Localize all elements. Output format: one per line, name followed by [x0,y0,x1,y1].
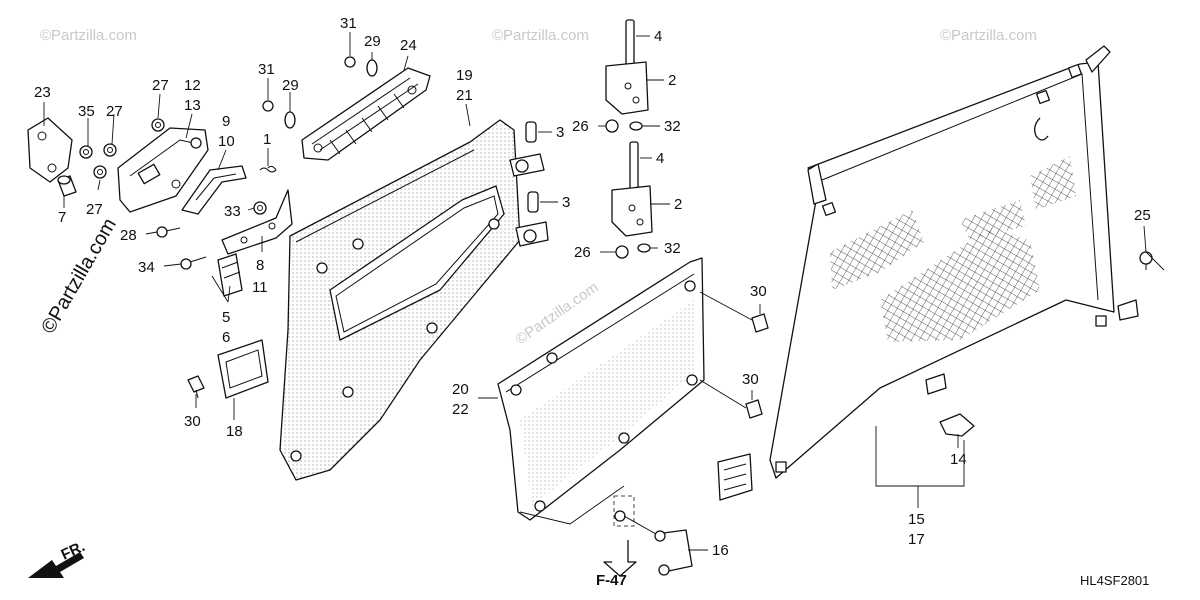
front-direction-marker: FR. [28,538,88,578]
pin-3-lower [527,191,539,213]
reference-label: F-47 [596,572,627,589]
bolt-34 [180,256,207,270]
bolt-27-top [151,118,165,132]
hinge-knuckle-upper [509,153,545,177]
callout-17: 17 [908,531,925,548]
bolt-28 [156,226,181,238]
callout-numbers: 23 35 27 27 27 7 12 13 9 10 1 28 34 33 8… [34,15,1151,559]
washer-32-lower [637,243,651,253]
callout-21: 21 [456,87,473,104]
callout-2: 2 [668,72,676,89]
callout-3: 3 [562,194,570,211]
callout-12: 12 [184,77,201,94]
callout-14: 14 [950,451,967,468]
latch-housing-12-13 [117,127,209,213]
callout-26: 26 [572,118,589,135]
callout-31: 31 [258,61,275,78]
grommet-29-upper [366,59,378,77]
callout-34: 34 [138,259,155,276]
callout-20: 20 [452,381,469,398]
grommet-29-lower [284,111,296,129]
grip-panel-24 [301,67,431,161]
callout-4: 4 [656,150,664,167]
callout-28: 28 [120,227,137,244]
callout-25: 25 [1134,207,1151,224]
callout-4: 4 [654,28,662,45]
callout-30: 30 [750,283,767,300]
latch-bracket-8-11 [221,189,293,255]
watermark-left-vertical: ©Partzilla.com [37,215,121,338]
callout-19: 19 [456,67,473,84]
spring-1 [259,165,277,173]
pin-3-upper [525,121,537,143]
washer-32-upper [629,121,643,131]
callout-35: 35 [78,103,95,120]
callout-10: 10 [218,133,235,150]
nut-31-lower [262,100,274,112]
hinge-knuckle-lower [515,221,549,247]
callout-26: 26 [574,244,591,261]
callout-27: 27 [106,103,123,120]
bolt-box-dashed [613,495,635,527]
strap-16 [654,529,693,576]
callout-2: 2 [674,196,682,213]
callout-31: 31 [340,15,357,32]
callout-23: 23 [34,84,51,101]
callout-3: 3 [556,124,564,141]
bolt-27-left [103,143,117,157]
callout-6: 6 [222,329,230,346]
door-panel-20-22 [497,257,705,521]
clip-30-upper-right [751,313,769,333]
callout-29: 29 [282,77,299,94]
retainer-14 [939,413,975,437]
callout-18: 18 [226,423,243,440]
hinge-plate-23 [27,117,73,183]
callout-16: 16 [712,542,729,559]
callout-33: 33 [224,203,241,220]
watermark-top-left: ©Partzilla.com [40,27,137,44]
bolt-33 [253,201,267,215]
diagram-code: HL4SF2801 [1080,573,1149,588]
callout-29: 29 [364,33,381,50]
callout-30: 30 [742,371,759,388]
bolt-35 [79,145,93,159]
callout-15: 15 [908,511,925,528]
callout-27: 27 [86,201,103,218]
safety-net-15-17 [717,45,1139,501]
front-marker-label: FR. [59,538,88,564]
callout-30: 30 [184,413,201,430]
bushing-7 [57,175,77,197]
callout-27: 27 [152,77,169,94]
hinge-bracket-2-upper [605,61,649,115]
callout-32: 32 [664,240,681,257]
latch-clip-5-6 [217,253,243,297]
clip-25 [1139,251,1153,270]
callout-13: 13 [184,97,201,114]
bolt-26-upper [605,119,619,133]
hinge-bracket-2-lower [611,185,653,237]
callout-11: 11 [252,279,268,296]
bolt-16 [614,510,657,535]
reference-arrow-f47 [603,540,637,577]
cover-plate-18 [217,339,269,399]
callout-32: 32 [664,118,681,135]
callout-8: 8 [256,257,264,274]
leader-lines [43,32,1165,551]
watermark-top-right: ©Partzilla.com [940,27,1037,44]
door-panel-19-21 [279,119,521,481]
bolt-27-lower [93,165,107,179]
callout-1: 1 [263,131,271,148]
clip-30-lower-right [745,399,763,419]
callout-22: 22 [452,401,469,418]
bolt-26-lower [615,245,629,259]
clip-30-left [187,375,205,399]
watermark-top-center: ©Partzilla.com [492,27,589,44]
callout-7: 7 [58,209,66,226]
nut-31-upper [344,56,356,68]
callout-5: 5 [222,309,230,326]
callout-24: 24 [400,37,417,54]
callout-9: 9 [222,113,230,130]
door-handle-9-10 [181,165,247,215]
